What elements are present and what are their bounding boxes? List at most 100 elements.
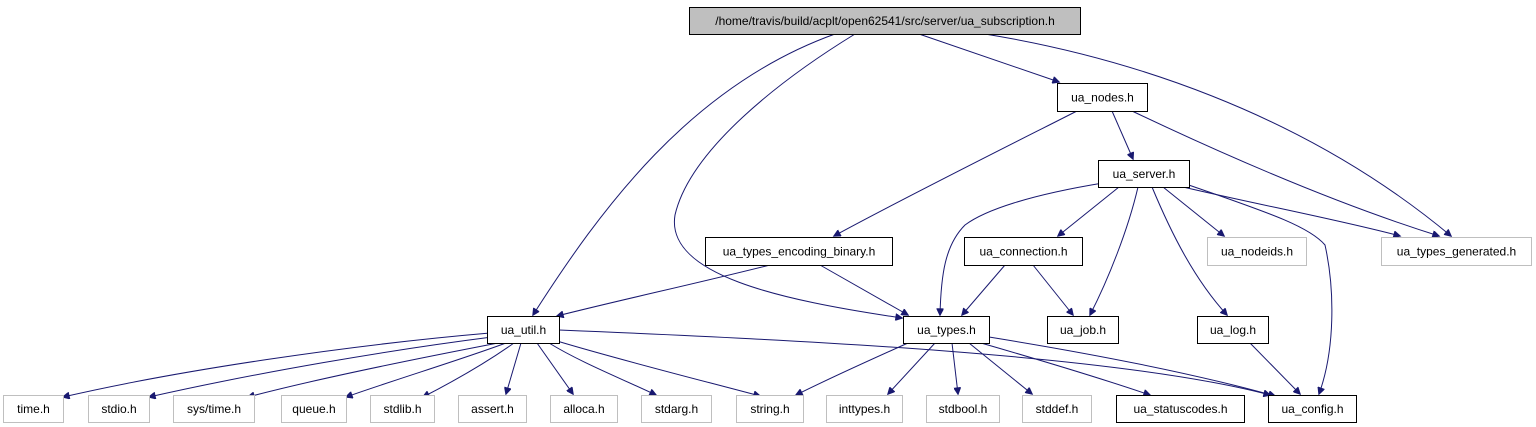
- node-label: ua_util.h: [501, 323, 546, 337]
- node-label: stdio.h: [101, 402, 136, 416]
- node-ua-util[interactable]: ua_util.h: [487, 316, 560, 344]
- edge-ua_util-to-assert: [506, 342, 522, 394]
- edge-ua_log-to-ua_config: [1249, 342, 1300, 394]
- edge-ua_util-to-time: [63, 332, 491, 397]
- edge-ua_server-to-ua_connection: [1058, 186, 1120, 236]
- node-box: [173, 395, 255, 423]
- node-label: alloca.h: [563, 402, 604, 416]
- node-label: stdbool.h: [939, 402, 988, 416]
- edges-layer: [63, 33, 1451, 397]
- edge-ua_util-to-sys_time: [248, 342, 499, 397]
- node-box: [1116, 395, 1245, 423]
- node-queue: queue.h: [281, 395, 347, 423]
- node-box: [926, 395, 1000, 423]
- edge-ua_types_encoding_binary-to-ua_util: [557, 264, 771, 316]
- edge-ua_util-to-string: [556, 340, 760, 396]
- edge-ua_server-to-ua_nodeids: [1162, 186, 1224, 236]
- node-box: [1268, 395, 1357, 423]
- edge-ua_nodes-to-ua_types_encoding_binary: [834, 110, 1078, 236]
- node-label: ua_nodeids.h: [1221, 245, 1293, 259]
- node-label: /home/travis/build/acplt/open62541/src/s…: [715, 14, 1055, 28]
- edge-ua_types-to-stddef: [968, 342, 1032, 394]
- edge-root-to-ua_types: [673, 33, 902, 318]
- node-label: assert.h: [471, 402, 514, 416]
- node-time: time.h: [3, 395, 64, 423]
- node-label: ua_types_generated.h: [1397, 245, 1516, 259]
- node-label: stdlib.h: [383, 402, 421, 416]
- edge-ua_types-to-stdbool: [951, 342, 958, 394]
- node-label: stddef.h: [1036, 402, 1079, 416]
- node-string: string.h: [736, 395, 804, 423]
- node-ua-server[interactable]: ua_server.h: [1098, 160, 1190, 188]
- node-label: ua_statuscodes.h: [1133, 402, 1227, 416]
- node-label: ua_types.h: [917, 323, 976, 337]
- node-box: [487, 316, 560, 344]
- node-stdarg: stdarg.h: [641, 395, 712, 423]
- node-ua-nodes[interactable]: ua_nodes.h: [1057, 83, 1148, 112]
- node-label: ua_config.h: [1281, 402, 1343, 416]
- node-assert: assert.h: [458, 395, 527, 423]
- node-ua-types-encoding-binary[interactable]: ua_types_encoding_binary.h: [705, 237, 893, 266]
- node-box: [705, 237, 893, 266]
- edge-ua_types-to-string: [796, 342, 909, 395]
- edge-root-to-ua_util: [533, 33, 836, 315]
- edge-ua_util-to-alloca: [536, 342, 573, 394]
- node-root: /home/travis/build/acplt/open62541/src/s…: [689, 7, 1081, 35]
- node-label: time.h: [17, 402, 50, 416]
- edge-ua_types-to-ua_config: [988, 336, 1275, 396]
- edge-ua_util-to-stdarg: [548, 342, 656, 395]
- node-stdbool: stdbool.h: [926, 395, 1000, 423]
- node-box: [736, 395, 804, 423]
- node-box: [689, 7, 1081, 35]
- node-label: inttypes.h: [839, 402, 890, 416]
- node-label: ua_connection.h: [979, 245, 1067, 259]
- edge-ua_server-to-ua_types: [940, 182, 1104, 315]
- node-box: [3, 395, 64, 423]
- node-box: [1098, 160, 1190, 188]
- node-box: [458, 395, 527, 423]
- node-box: [903, 316, 990, 344]
- node-label: ua_job.h: [1060, 323, 1106, 337]
- edge-ua_util-to-ua_config: [558, 329, 1270, 395]
- node-label: ua_types_encoding_binary.h: [723, 245, 876, 259]
- node-ua-statuscodes[interactable]: ua_statuscodes.h: [1116, 395, 1245, 423]
- node-ua-connection[interactable]: ua_connection.h: [964, 237, 1083, 266]
- node-stdlib: stdlib.h: [370, 395, 435, 423]
- node-stdio: stdio.h: [88, 395, 150, 423]
- node-label: ua_server.h: [1113, 167, 1176, 181]
- node-inttypes: inttypes.h: [826, 395, 903, 423]
- node-box: [281, 395, 347, 423]
- edge-ua_util-to-queue: [346, 342, 507, 397]
- node-ua-config[interactable]: ua_config.h: [1268, 395, 1357, 423]
- node-ua-nodeids: ua_nodeids.h: [1207, 237, 1307, 266]
- edge-ua_util-to-stdlib: [423, 342, 515, 397]
- node-box: [826, 395, 903, 423]
- edge-ua_util-to-stdio: [149, 336, 493, 397]
- node-box: [1197, 316, 1269, 344]
- edge-ua_nodes-to-ua_types_generated: [1131, 110, 1439, 236]
- node-label: sys/time.h: [187, 402, 241, 416]
- edge-ua_types-to-inttypes: [888, 342, 936, 394]
- node-box: [88, 395, 150, 423]
- node-ua-types[interactable]: ua_types.h: [903, 316, 990, 344]
- edge-ua_types-to-ua_statuscodes: [980, 342, 1150, 395]
- edge-root-to-ua_nodes: [918, 33, 1059, 82]
- edge-ua_server-to-ua_config: [1185, 183, 1333, 394]
- edge-ua_server-to-ua_job: [1090, 186, 1139, 315]
- edge-ua_connection-to-ua_types: [962, 264, 1006, 315]
- nodes-layer: /home/travis/build/acplt/open62541/src/s…: [3, 7, 1532, 423]
- edge-ua_server-to-ua_log: [1151, 186, 1227, 315]
- node-label: ua_nodes.h: [1071, 91, 1134, 105]
- node-ua-job[interactable]: ua_job.h: [1047, 316, 1119, 344]
- node-ua-log[interactable]: ua_log.h: [1197, 316, 1269, 344]
- node-alloca: alloca.h: [550, 395, 618, 423]
- node-label: queue.h: [292, 402, 335, 416]
- node-sys-time: sys/time.h: [173, 395, 255, 423]
- edge-root-to-ua_types_generated: [984, 33, 1451, 236]
- node-box: [550, 395, 618, 423]
- node-box: [641, 395, 712, 423]
- node-box: [1022, 395, 1092, 423]
- node-box: [964, 237, 1083, 266]
- edge-ua_connection-to-ua_job: [1032, 264, 1073, 315]
